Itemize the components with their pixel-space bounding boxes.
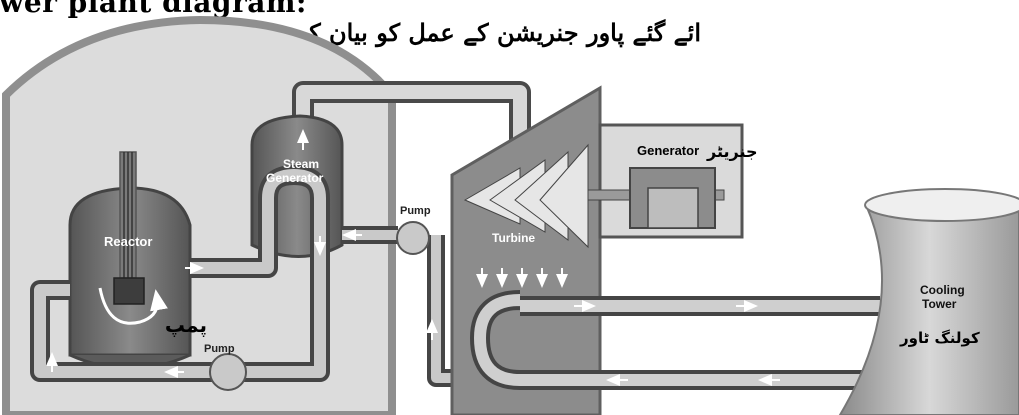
pump-bottom-label: Pump xyxy=(204,343,235,355)
cooling-tower-urdu-label: کولنگ ٹاور xyxy=(899,329,980,347)
steam-generator-label-line2: Generator xyxy=(266,171,324,185)
generator-urdu-label: جنریٹر xyxy=(706,142,758,161)
reactor-flow-arrow xyxy=(98,287,168,325)
pump-bottom-urdu-label: پمپ xyxy=(165,313,207,338)
turbine-housing xyxy=(450,85,602,415)
generator-label: Generator xyxy=(637,143,699,158)
reactor-label: Reactor xyxy=(104,234,152,249)
feedwater-pump xyxy=(396,221,430,255)
reactor-core xyxy=(113,277,145,305)
pump-top-label: Pump xyxy=(400,205,431,217)
turbine-label: Turbine xyxy=(492,231,535,245)
turbine-exhaust-arrows xyxy=(476,268,568,288)
turbine-blades xyxy=(463,143,589,249)
cooling-tower-label-line2: Tower xyxy=(922,297,957,311)
cooling-tower-label-line1: Cooling xyxy=(920,283,965,297)
primary-pump xyxy=(209,353,247,391)
steam-generator-label-line1: Steam xyxy=(283,157,319,171)
question-heading-urdu: ائے گئے پاور جنریشن کے عمل کو بیان کریں۔ xyxy=(256,18,701,47)
question-heading-english: power plant diagram: xyxy=(0,0,307,19)
